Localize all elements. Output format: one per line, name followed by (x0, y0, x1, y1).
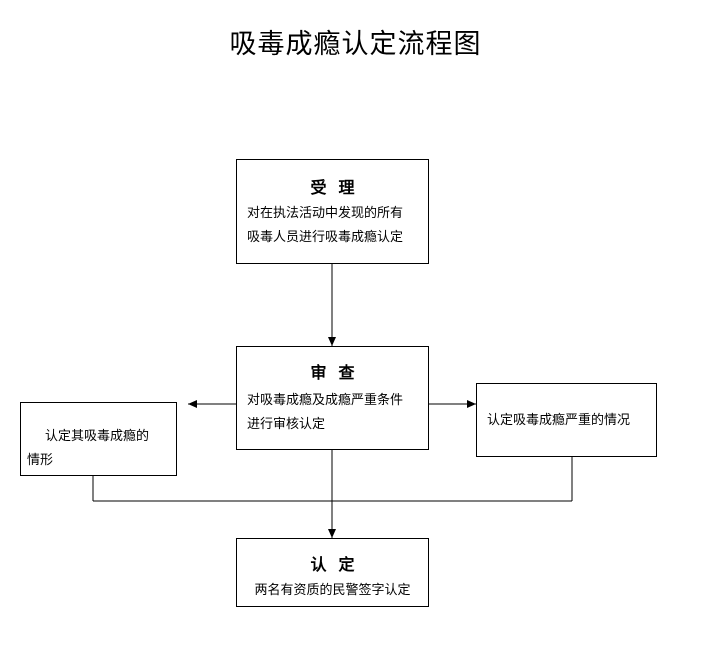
node-left-line-2: 情形 (27, 453, 54, 468)
node-review-title: 审查 (310, 363, 367, 382)
node-confirm-line-1: 两名有资质的民警签字认定 (254, 583, 411, 598)
node-confirm-title: 认定 (310, 555, 367, 574)
node-accept-title: 受理 (310, 178, 367, 197)
diagram-title: 吸毒成瘾认定流程图 (229, 29, 482, 60)
node-accept: 受理 对在执法活动中发现的所有 吸毒人员进行吸毒成瘾认定 (236, 159, 429, 264)
node-accept-line-1: 对在执法活动中发现的所有 (247, 206, 404, 221)
node-confirm: 认定 两名有资质的民警签字认定 (236, 538, 429, 607)
node-review-line-2: 进行审核认定 (247, 417, 326, 432)
node-right: 认定吸毒成瘾严重的情况 (476, 383, 657, 457)
node-left: 认定其吸毒成瘾的 情形 (20, 402, 177, 476)
node-right-line-1: 认定吸毒成瘾严重的情况 (487, 413, 631, 428)
node-review: 审查 对吸毒成瘾及成瘾严重条件 进行审核认定 (236, 346, 429, 450)
node-review-line-1: 对吸毒成瘾及成瘾严重条件 (247, 393, 404, 408)
node-accept-line-2: 吸毒人员进行吸毒成瘾认定 (247, 230, 404, 245)
node-left-line-1: 认定其吸毒成瘾的 (45, 429, 150, 444)
